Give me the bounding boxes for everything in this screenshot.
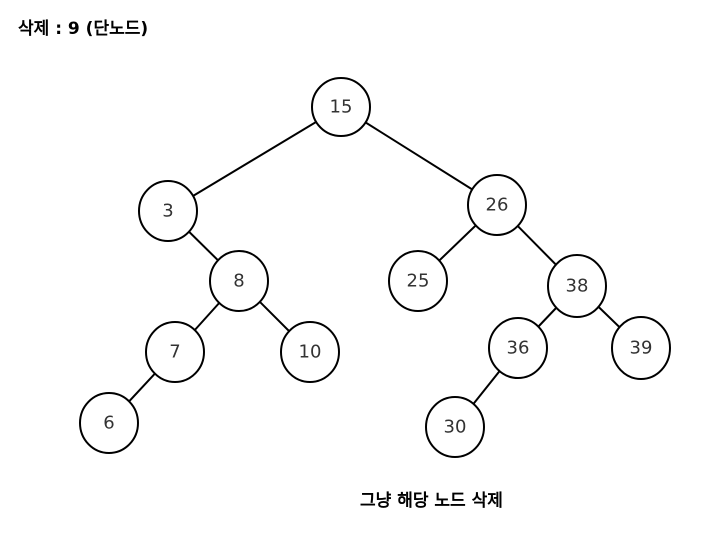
caption: 그냥 해당 노드 삭제 (360, 491, 503, 511)
node-circle (145, 321, 205, 383)
node-circle (467, 174, 527, 236)
tree-node-38: 38 (547, 254, 607, 318)
node-label: 8 (233, 271, 244, 292)
node-circle (79, 392, 139, 454)
node-circle (388, 250, 448, 312)
tree-node-15: 15 (311, 77, 371, 137)
deletion-case: (단노드) (79, 19, 149, 39)
node-circle (547, 254, 607, 318)
node-label: 10 (299, 342, 322, 363)
node-label: 26 (486, 195, 509, 216)
tree-node-7: 7 (145, 321, 205, 383)
node-label: 3 (162, 201, 173, 222)
tree-node-30: 30 (425, 396, 485, 458)
node-label: 7 (169, 342, 180, 363)
node-circle (209, 250, 269, 312)
tree-node-39: 39 (611, 316, 671, 380)
node-label: 38 (566, 276, 589, 297)
edge-n15-n3 (167, 106, 342, 212)
tree-node-8: 8 (209, 250, 269, 312)
node-label: 6 (103, 413, 114, 434)
node-circle (488, 317, 548, 379)
node-circle (280, 321, 340, 383)
node-label: 25 (407, 271, 430, 292)
node-circle (425, 396, 485, 458)
node-circle (138, 180, 198, 242)
tree-node-26: 26 (467, 174, 527, 236)
tree-node-3: 3 (138, 180, 198, 242)
deleted-value: 9 (67, 19, 80, 39)
tree-nodes: 15 3 26 8 25 38 7 10 36 39 6 30 (79, 77, 671, 458)
node-label: 36 (507, 338, 530, 359)
node-circle (611, 316, 671, 380)
title-prefix: 삭제 : (18, 19, 68, 39)
edge-n15-n26 (340, 106, 498, 206)
tree-node-25: 25 (388, 250, 448, 312)
node-label: 15 (330, 97, 353, 118)
tree-node-10: 10 (280, 321, 340, 383)
tree-node-36: 36 (488, 317, 548, 379)
page-title: 삭제 : 9 (단노드) (18, 14, 148, 39)
node-circle (311, 77, 371, 137)
node-label: 30 (444, 417, 467, 438)
tree-node-6: 6 (79, 392, 139, 454)
node-label: 39 (630, 338, 653, 359)
